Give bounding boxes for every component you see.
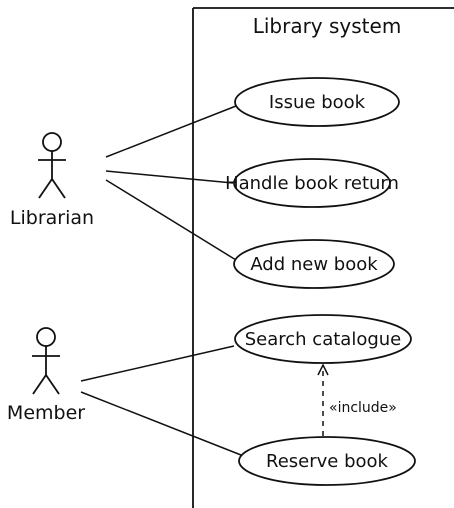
use-case-issue-book-ellipse [234,77,400,127]
association-member-search-catalogue [80,345,235,382]
actor-librarian-figure [38,132,66,199]
actor-member-figure [32,327,60,395]
association-member-reserve-book [80,391,242,456]
use-case-search-catalogue: Search catalogue [234,314,412,364]
use-case-handle-book-return-ellipse [233,158,391,208]
use-case-search-catalogue-ellipse [234,314,412,364]
include-arrow-head [317,363,329,376]
include-label: «include» [329,400,397,416]
system-boundary: Library system [192,7,454,508]
associations [80,105,242,456]
actor-member: Member [7,327,85,424]
use-case-reserve-book-ellipse [238,436,416,486]
use-case-reserve-book: Reserve book [238,436,416,486]
association-librarian-add-new-book [105,179,237,261]
association-librarian-handle-book-return [105,170,234,184]
association-librarian-issue-book [105,105,237,158]
use-case-add-new-book-label: Add new book [250,254,378,275]
use-case-search-catalogue-label: Search catalogue [245,329,402,350]
include-relation: «include» [317,363,397,436]
use-case-issue-book: Issue book [234,77,400,127]
use-case-add-new-book-ellipse [233,239,395,289]
use-case-issue-book-label: Issue book [269,92,366,113]
use-case-handle-book-return-label: Handle book return [225,173,399,194]
actor-librarian: Librarian [10,132,94,229]
system-title: Library system [253,14,402,38]
use-case-reserve-book-label: Reserve book [266,451,389,472]
use-case-add-new-book: Add new book [233,239,395,289]
actor-librarian-label: Librarian [10,207,94,229]
use-case-handle-book-return: Handle book return [225,158,399,208]
actor-member-label: Member [7,402,85,424]
